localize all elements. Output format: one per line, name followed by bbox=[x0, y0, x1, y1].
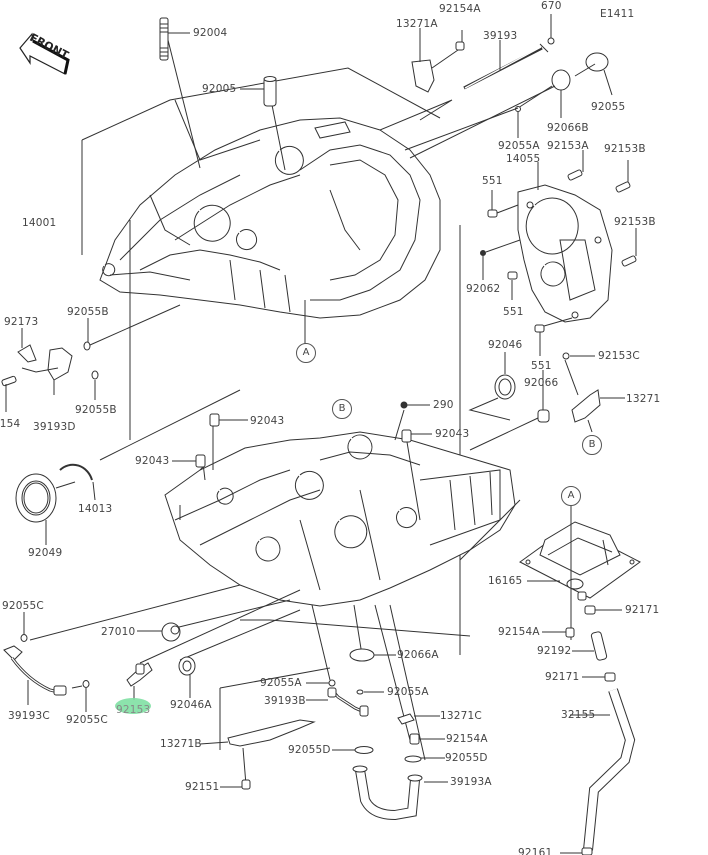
part-label-92066A[interactable]: 92066A bbox=[397, 649, 439, 661]
part-label-92171-a[interactable]: 92171 bbox=[625, 604, 660, 616]
part-label-14055[interactable]: 14055 bbox=[506, 153, 541, 165]
part-label-92043-b[interactable]: 92043 bbox=[135, 455, 170, 467]
part-label-92154A-bot[interactable]: 92154A bbox=[446, 733, 488, 745]
stud-92004 bbox=[159, 17, 190, 61]
front-arrow-icon bbox=[19, 32, 70, 75]
callout-b-upper[interactable]: B bbox=[332, 399, 352, 419]
part-label-92173[interactable]: 92173 bbox=[4, 316, 39, 328]
part-label-92192[interactable]: 92192 bbox=[537, 645, 572, 657]
part-label-92043-c[interactable]: 92043 bbox=[435, 428, 470, 440]
part-label-14013[interactable]: 14013 bbox=[78, 503, 113, 515]
part-label-39193[interactable]: 39193 bbox=[483, 30, 518, 42]
part-label-290[interactable]: 290 bbox=[433, 399, 454, 411]
pump-cover-14055 bbox=[517, 184, 613, 323]
part-label-92055D-a[interactable]: 92055D bbox=[288, 744, 331, 756]
part-label-13271[interactable]: 13271 bbox=[626, 393, 661, 405]
callout-a-lower[interactable]: A bbox=[561, 486, 581, 506]
part-label-92055D-b[interactable]: 92055D bbox=[445, 752, 488, 764]
part-label-551-b[interactable]: 551 bbox=[503, 306, 524, 318]
part-label-92055B-a[interactable]: 92055B bbox=[67, 306, 109, 318]
bearing-92046 bbox=[494, 374, 516, 400]
part-label-92154A-top[interactable]: 92154A bbox=[439, 3, 481, 15]
hose-32155 bbox=[583, 688, 636, 851]
part-label-92055[interactable]: 92055 bbox=[591, 101, 626, 113]
part-label-92043-a[interactable]: 92043 bbox=[250, 415, 285, 427]
part-label-92046A[interactable]: 92046A bbox=[170, 699, 212, 711]
sensor-27010 bbox=[161, 622, 181, 642]
part-label-92151[interactable]: 92151 bbox=[185, 781, 220, 793]
part-label-92055C-a[interactable]: 92055C bbox=[2, 600, 44, 612]
part-label-92055A-mid[interactable]: 92055A bbox=[260, 677, 302, 689]
part-label-92161[interactable]: 92161 bbox=[518, 847, 553, 855]
part-label-92153A[interactable]: 92153A bbox=[547, 140, 589, 152]
part-label-92153B-mid[interactable]: 92153B bbox=[614, 216, 656, 228]
part-label-551-a[interactable]: 551 bbox=[482, 175, 503, 187]
lower-crankcase bbox=[164, 431, 516, 607]
bearing-92046A bbox=[178, 656, 196, 676]
part-label-92046[interactable]: 92046 bbox=[488, 339, 523, 351]
part-label-92154[interactable]: 92154 bbox=[0, 418, 21, 430]
part-label-39193C[interactable]: 39193C bbox=[8, 710, 50, 722]
part-label-92066B[interactable]: 92066B bbox=[547, 122, 589, 134]
part-label-14001[interactable]: 14001 bbox=[22, 217, 57, 229]
part-label-92055A-top[interactable]: 92055A bbox=[498, 140, 540, 152]
part-label-92049[interactable]: 92049 bbox=[28, 547, 63, 559]
part-label-92062[interactable]: 92062 bbox=[466, 283, 501, 295]
callout-a-upper[interactable]: A bbox=[296, 343, 316, 363]
dowel-92005 bbox=[240, 76, 277, 107]
part-label-92153[interactable]: 92153 bbox=[116, 704, 151, 716]
part-label-16165[interactable]: 16165 bbox=[488, 575, 523, 587]
part-label-92055A-mid2[interactable]: 92055A bbox=[387, 686, 429, 698]
part-label-39193A[interactable]: 39193A bbox=[450, 776, 492, 788]
part-label-670[interactable]: 670 bbox=[541, 0, 562, 12]
part-label-92055C-b[interactable]: 92055C bbox=[66, 714, 108, 726]
part-label-92171-b[interactable]: 92171 bbox=[545, 671, 580, 683]
part-label-13271B[interactable]: 13271B bbox=[160, 738, 202, 750]
part-label-32155[interactable]: 32155 bbox=[561, 709, 596, 721]
part-label-27010[interactable]: 27010 bbox=[101, 626, 136, 638]
strainer-16165 bbox=[519, 521, 641, 599]
highlight-marker bbox=[115, 698, 151, 714]
oil-seal-92049 bbox=[15, 473, 57, 523]
part-label-39193D[interactable]: 39193D bbox=[33, 421, 76, 433]
pipe-39193A bbox=[352, 765, 423, 821]
part-label-92154A-right[interactable]: 92154A bbox=[498, 626, 540, 638]
part-label-92055B-b[interactable]: 92055B bbox=[75, 404, 117, 416]
part-label-92004[interactable]: 92004 bbox=[193, 27, 228, 39]
part-label-92153C[interactable]: 92153C bbox=[598, 350, 640, 362]
part-label-551-c[interactable]: 551 bbox=[531, 360, 552, 372]
part-label-92153B-top[interactable]: 92153B bbox=[604, 143, 646, 155]
callout-b-lower[interactable]: B bbox=[582, 435, 602, 455]
upper-crankcase-14001 bbox=[99, 117, 441, 319]
part-label-13271A[interactable]: 13271A bbox=[396, 18, 438, 30]
part-label-92005[interactable]: 92005 bbox=[202, 83, 237, 95]
fitting-92153 bbox=[126, 662, 153, 687]
part-label-13271C[interactable]: 13271C bbox=[440, 710, 482, 722]
part-label-39193B[interactable]: 39193B bbox=[264, 695, 306, 707]
figure-code: E1411 bbox=[600, 8, 635, 20]
part-label-92066[interactable]: 92066 bbox=[524, 377, 559, 389]
